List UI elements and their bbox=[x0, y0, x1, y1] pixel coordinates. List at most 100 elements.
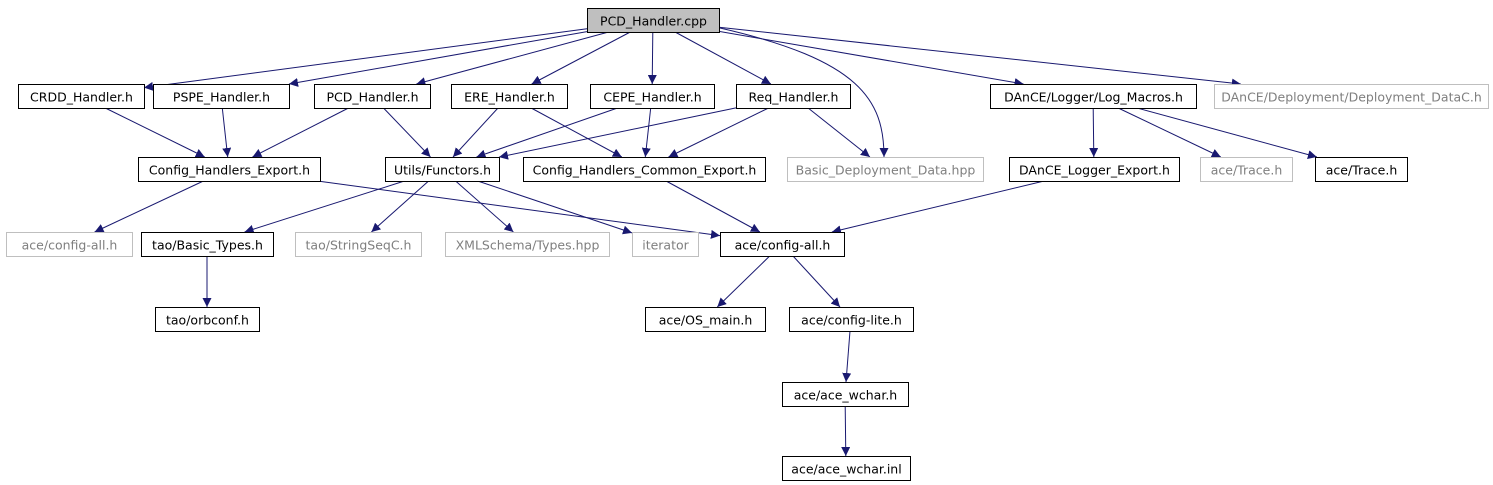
node-orbconf-label: tao/orbconf.h bbox=[166, 313, 249, 328]
edge-root-to-depdatac bbox=[718, 26, 1241, 88]
node-osmain-box bbox=[645, 307, 766, 332]
node-iterator: iterator bbox=[632, 232, 699, 257]
node-trace-box bbox=[1315, 157, 1408, 182]
node-req-box bbox=[736, 84, 851, 109]
node-stringseq: tao/StringSeqC.h bbox=[295, 232, 422, 257]
node-ere[interactable]: ERE_Handler.h bbox=[451, 84, 568, 109]
node-configall-label: ace/config-all.h bbox=[735, 238, 831, 253]
edge-functors-to-stringseq bbox=[371, 180, 429, 233]
node-depdatac-box bbox=[1214, 84, 1489, 109]
node-wchar-label: ace/ace_wchar.h bbox=[794, 388, 897, 403]
node-xmltypes-label: XMLSchema/Types.hpp bbox=[456, 238, 600, 253]
edge-root-to-logmac bbox=[718, 30, 1024, 87]
edge-layer bbox=[94, 26, 1318, 457]
edge-root-to-ere bbox=[531, 31, 631, 85]
node-crdd-label: CRDD_Handler.h bbox=[30, 90, 133, 105]
node-wcharinl[interactable]: ace/ace_wchar.inl bbox=[782, 456, 911, 481]
node-orbconf[interactable]: tao/orbconf.h bbox=[155, 307, 260, 332]
node-basicdep-label: Basic_Deployment_Data.hpp bbox=[796, 163, 976, 178]
node-wcharinl-label: ace/ace_wchar.inl bbox=[791, 462, 901, 477]
edge-pspe-to-chexport bbox=[221, 107, 232, 158]
edge-chexport-to-configall_ext bbox=[94, 180, 204, 233]
edge-loggerexp-to-configall bbox=[831, 180, 1045, 235]
edge-chcommon-to-configall bbox=[665, 180, 761, 233]
node-logmac[interactable]: DAnCE/Logger/Log_Macros.h bbox=[990, 84, 1197, 109]
node-trace[interactable]: ace/Trace.h bbox=[1315, 157, 1408, 182]
edge-logmac-to-trace bbox=[1136, 107, 1318, 159]
node-root-label: PCD_Handler.cpp bbox=[600, 14, 707, 29]
node-osmain[interactable]: ace/OS_main.h bbox=[645, 307, 766, 332]
edge-root-to-cepe bbox=[647, 31, 657, 85]
node-crdd[interactable]: CRDD_Handler.h bbox=[18, 84, 145, 109]
edge-wchar-to-wcharinl bbox=[841, 405, 851, 457]
node-orbconf-box bbox=[155, 307, 260, 332]
edge-req-to-chcommon bbox=[668, 107, 769, 158]
edge-chexport-to-configall bbox=[317, 180, 721, 239]
node-chcommon-label: Config_Handlers_Common_Export.h bbox=[533, 163, 757, 178]
node-root[interactable]: PCD_Handler.cpp bbox=[587, 8, 720, 33]
edge-functors-to-xmltypes bbox=[455, 180, 514, 233]
node-pspe-label: PSPE_Handler.h bbox=[173, 90, 270, 105]
node-basictypes[interactable]: tao/Basic_Types.h bbox=[141, 232, 274, 257]
node-logmac-label: DAnCE/Logger/Log_Macros.h bbox=[1004, 90, 1183, 105]
node-loggerexp-label: DAnCE_Logger_Export.h bbox=[1019, 163, 1170, 178]
node-stringseq-label: tao/StringSeqC.h bbox=[306, 238, 412, 253]
node-configall_ext-box bbox=[6, 232, 133, 257]
node-cepe[interactable]: CEPE_Handler.h bbox=[590, 84, 715, 109]
node-cepe-label: CEPE_Handler.h bbox=[603, 90, 701, 105]
node-ere-label: ERE_Handler.h bbox=[464, 90, 555, 105]
node-trace_ext: ace/Trace.h bbox=[1200, 157, 1293, 182]
node-functors[interactable]: Utils/Functors.h bbox=[385, 157, 500, 182]
edge-logmac-to-loggerexp bbox=[1089, 107, 1099, 158]
edge-root-to-pspe bbox=[288, 31, 588, 87]
node-chexport[interactable]: Config_Handlers_Export.h bbox=[138, 157, 321, 182]
node-chexport-label: Config_Handlers_Export.h bbox=[149, 163, 310, 178]
node-wcharinl-box bbox=[782, 456, 911, 481]
node-pcd-label: PCD_Handler.h bbox=[326, 90, 418, 105]
node-configall[interactable]: ace/config-all.h bbox=[720, 232, 845, 257]
edge-req-to-functors bbox=[498, 107, 737, 160]
node-basictypes-label: tao/Basic_Types.h bbox=[152, 238, 263, 253]
node-trace-label: ace/Trace.h bbox=[1326, 163, 1398, 178]
edge-cepe-to-chcommon bbox=[641, 107, 652, 158]
edge-configlite-to-wchar bbox=[842, 330, 852, 383]
edge-pcd-to-chexport bbox=[252, 107, 349, 158]
node-functors-label: Utils/Functors.h bbox=[394, 163, 491, 178]
node-pcd[interactable]: PCD_Handler.h bbox=[314, 84, 431, 109]
node-configall-box bbox=[720, 232, 845, 257]
node-wchar[interactable]: ace/ace_wchar.h bbox=[782, 382, 909, 407]
edge-crdd-to-chexport bbox=[105, 107, 205, 158]
node-loggerexp[interactable]: DAnCE_Logger_Export.h bbox=[1009, 157, 1180, 182]
node-functors-box bbox=[385, 157, 500, 182]
edge-root-to-req bbox=[674, 31, 772, 85]
node-configall_ext-label: ace/config-all.h bbox=[22, 238, 118, 253]
edge-root-to-pcd bbox=[416, 31, 609, 86]
node-loggerexp-box bbox=[1009, 157, 1180, 182]
node-configlite[interactable]: ace/config-lite.h bbox=[789, 307, 914, 332]
node-depdatac-label: DAnCE/Deployment/Deployment_DataC.h bbox=[1221, 90, 1482, 105]
node-basictypes-box bbox=[141, 232, 274, 257]
edge-functors-to-basictypes bbox=[244, 180, 405, 234]
node-trace_ext-label: ace/Trace.h bbox=[1211, 163, 1283, 178]
node-chcommon[interactable]: Config_Handlers_Common_Export.h bbox=[523, 157, 766, 182]
node-wchar-box bbox=[782, 382, 909, 407]
edge-req-to-basicdep bbox=[807, 107, 871, 158]
node-cepe-box bbox=[590, 84, 715, 109]
node-req[interactable]: Req_Handler.h bbox=[736, 84, 851, 109]
node-configall_ext: ace/config-all.h bbox=[6, 232, 133, 257]
node-trace_ext-box bbox=[1200, 157, 1293, 182]
edge-pcd-to-functors bbox=[383, 107, 431, 158]
node-depdatac: DAnCE/Deployment/Deployment_DataC.h bbox=[1214, 84, 1489, 109]
edge-functors-to-iterator bbox=[477, 180, 633, 235]
node-stringseq-box bbox=[295, 232, 422, 257]
edge-cepe-to-functors bbox=[476, 107, 618, 159]
node-chexport-box bbox=[138, 157, 321, 182]
edge-ere-to-chcommon bbox=[530, 107, 623, 158]
node-root-box bbox=[587, 8, 720, 33]
node-pspe-box bbox=[153, 84, 290, 109]
node-basicdep: Basic_Deployment_Data.hpp bbox=[787, 157, 984, 182]
node-ere-box bbox=[451, 84, 568, 109]
node-basicdep-box bbox=[787, 157, 984, 182]
node-pspe[interactable]: PSPE_Handler.h bbox=[153, 84, 290, 109]
